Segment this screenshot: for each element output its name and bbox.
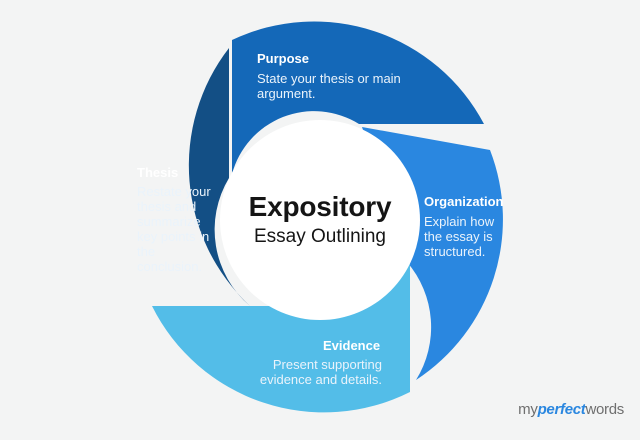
brand-prefix: my [518, 401, 538, 418]
evidence-title: Evidence [323, 338, 381, 353]
evidence-body: Present supporting evidence and details. [259, 357, 382, 387]
brand-logo: myperfectwords [518, 401, 624, 418]
purpose-title: Purpose [257, 51, 310, 66]
center-title: Expository [248, 191, 392, 222]
purpose-body: State your thesis or main argument. [257, 71, 401, 101]
brand-suffix: words [585, 401, 624, 418]
center-subtitle: Essay Outlining [253, 226, 386, 247]
thesis-body: Restate your thesis and summarize key po… [137, 184, 211, 274]
thesis-title: Thesis [137, 165, 179, 180]
organization-title: Organization [424, 194, 504, 209]
purpose-segment [232, 21, 484, 174]
evidence-segment [152, 262, 410, 413]
thesis-segment [188, 48, 250, 306]
organization-body: Explain how the essay is structured. [424, 214, 495, 259]
brand-middle: perfect [537, 401, 586, 418]
center-hub [220, 120, 420, 320]
